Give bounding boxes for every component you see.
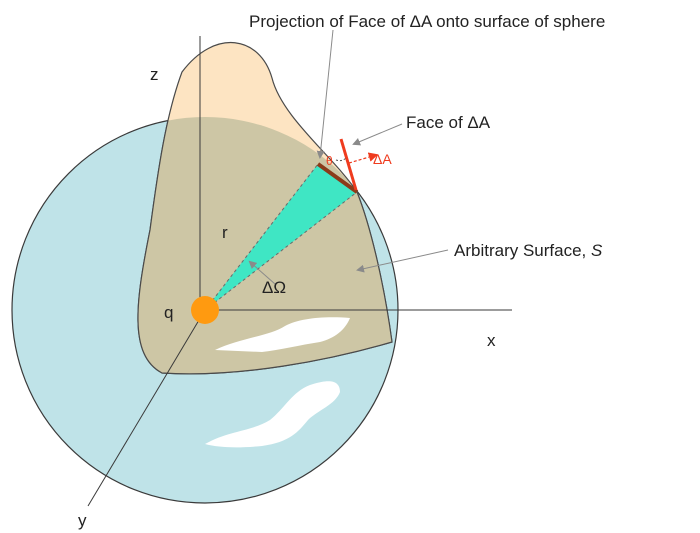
cloud-shape	[205, 381, 340, 448]
radius-label: r	[222, 223, 228, 242]
surface-leader-line	[356, 249, 449, 273]
solid-angle-label: ΔΩ	[262, 278, 286, 297]
solid-angle-cone	[205, 164, 357, 310]
delta-a-vector-label: ΔA	[373, 151, 392, 167]
face-label: Face of ΔA	[406, 113, 491, 132]
z-axis-label: z	[150, 65, 159, 84]
charge-label: q	[164, 303, 173, 322]
delta-a-vector-arrow	[348, 152, 379, 164]
solid-angle-leader-line	[248, 260, 276, 285]
cone-edge	[204, 191, 358, 311]
x-axis-label: x	[487, 331, 496, 350]
projection-edge	[316, 162, 359, 194]
cone-edge	[204, 163, 319, 311]
y-axis-label: y	[78, 511, 87, 530]
projection-leader-line	[316, 29, 334, 159]
theta-arc	[335, 157, 347, 162]
arbitrary-surface-label: Arbitrary Surface, S	[454, 241, 603, 260]
face-of-delta-a	[339, 138, 358, 191]
theta-label: θ	[326, 154, 333, 168]
arbitrary-surface-symbol: S	[591, 241, 603, 260]
cloud-shape	[215, 317, 350, 352]
charge-q	[191, 296, 219, 324]
projection-label: Projection of Face of ΔA onto surface of…	[249, 12, 605, 31]
face-leader-line	[352, 123, 403, 146]
y-axis-line	[87, 309, 206, 507]
arbitrary-surface-text: Arbitrary Surface,	[454, 241, 591, 260]
arbitrary-surface-inside-sphere	[137, 117, 393, 375]
